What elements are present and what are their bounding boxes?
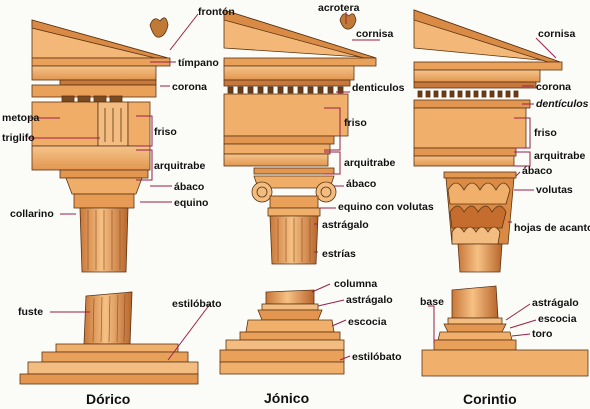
label-doric-fronton: frontón — [198, 6, 235, 18]
title-ionic: Jónico — [264, 390, 310, 406]
label-corinthian-volutas: volutas — [536, 184, 573, 196]
corinthian-entablature — [413, 9, 563, 273]
label-doric-arquitrabe: arquitrabe — [154, 160, 206, 172]
label-corinthian-base: base — [420, 296, 444, 308]
label-corinthian-abaco: ábaco — [522, 165, 553, 177]
doric-stylobate — [55, 343, 179, 353]
ionic-echinus — [269, 195, 319, 209]
title-doric: Dórico — [86, 391, 131, 407]
doric-corona-band — [31, 65, 157, 81]
label-ionic-cornisa: cornisa — [356, 28, 394, 40]
label-ionic-arquitrabe: arquitrabe — [344, 157, 396, 169]
doric-echinus — [65, 177, 143, 195]
label-doric-estilobato: estilóbato — [172, 298, 222, 310]
label-ionic-abaco: ábaco — [346, 178, 377, 190]
corinthian-shaft-base — [451, 285, 499, 319]
label-ionic-columna: columna — [334, 278, 378, 290]
corinthian-frieze — [413, 107, 527, 149]
doric-necking — [73, 193, 135, 209]
label-doric-collarino: collarino — [10, 208, 54, 220]
label-doric-abaco: ábaco — [174, 181, 205, 193]
label-doric-triglifo: triglifo — [2, 132, 35, 144]
corinthian-shaft — [457, 243, 503, 273]
doric-cornice-band — [31, 57, 171, 67]
doric-entablature — [31, 17, 171, 273]
doric-architrave — [31, 145, 151, 171]
label-ionic-denticulos: denticulos — [352, 82, 405, 94]
label-doric-timpano: tímpano — [178, 57, 219, 69]
metope — [31, 101, 99, 147]
label-corinthian-astragalo: astrágalo — [532, 297, 579, 309]
label-doric-equino: equino — [174, 197, 209, 209]
corinthian-lower — [421, 285, 589, 377]
ionic-stylobate — [225, 339, 345, 351]
label-ionic-estrias: estrías — [322, 248, 356, 260]
label-ionic-estilobato: estilóbato — [352, 351, 402, 363]
label-doric-corona: corona — [172, 81, 208, 93]
ionic-astragal — [267, 207, 321, 217]
ionic-shaft-base — [265, 289, 315, 305]
label-ionic-astragalo: astrágalo — [322, 219, 369, 231]
label-ionic-friso: friso — [344, 117, 367, 129]
label-ionic-astragalo-base: astrágalo — [346, 294, 393, 306]
label-corinthian-arquitrabe: arquitrabe — [534, 150, 586, 162]
label-corinthian-friso: friso — [534, 127, 557, 139]
corinthian-abacus — [443, 171, 517, 179]
label-ionic-equino-volutas: equino con volutas — [338, 201, 434, 213]
acanthus-capital — [445, 177, 515, 245]
ionic-dentils — [227, 86, 344, 94]
doric-lower — [19, 291, 199, 385]
ionic-abacus — [253, 167, 335, 175]
label-ionic-escocia: escocia — [348, 316, 387, 328]
label-ionic-acrotera: acrotera — [318, 2, 360, 14]
ionic-volutes — [251, 175, 337, 203]
label-corinthian-toro: toro — [532, 328, 553, 340]
label-corinthian-cornisa: cornisa — [538, 28, 576, 40]
title-corinthian: Corintio — [463, 391, 517, 407]
label-doric-friso: friso — [154, 126, 177, 138]
label-corinthian-hojas-acanto: hojas de acanto — [514, 222, 590, 234]
ionic-frieze — [223, 93, 349, 137]
label-doric-fuste: fuste — [18, 306, 44, 318]
doric-mutules — [61, 95, 123, 103]
label-corinthian-corona: corona — [536, 81, 572, 93]
corinthian-dentils — [417, 90, 519, 98]
corinthian-architrave — [413, 155, 515, 167]
ionic-entablature — [223, 9, 377, 265]
ionic-lower — [219, 289, 345, 375]
ionic-architrave — [223, 153, 329, 167]
label-corinthian-escocia: escocia — [538, 313, 577, 325]
label-doric-metopa: metopa — [2, 112, 40, 124]
ionic-acroterion — [339, 13, 357, 30]
label-corinthian-denticulos: dentículos — [536, 98, 589, 110]
leader-lines — [28, 12, 557, 361]
corinthian-base-block — [421, 349, 589, 377]
acroterion-ornament — [149, 17, 169, 38]
doric-abacus — [59, 169, 149, 179]
